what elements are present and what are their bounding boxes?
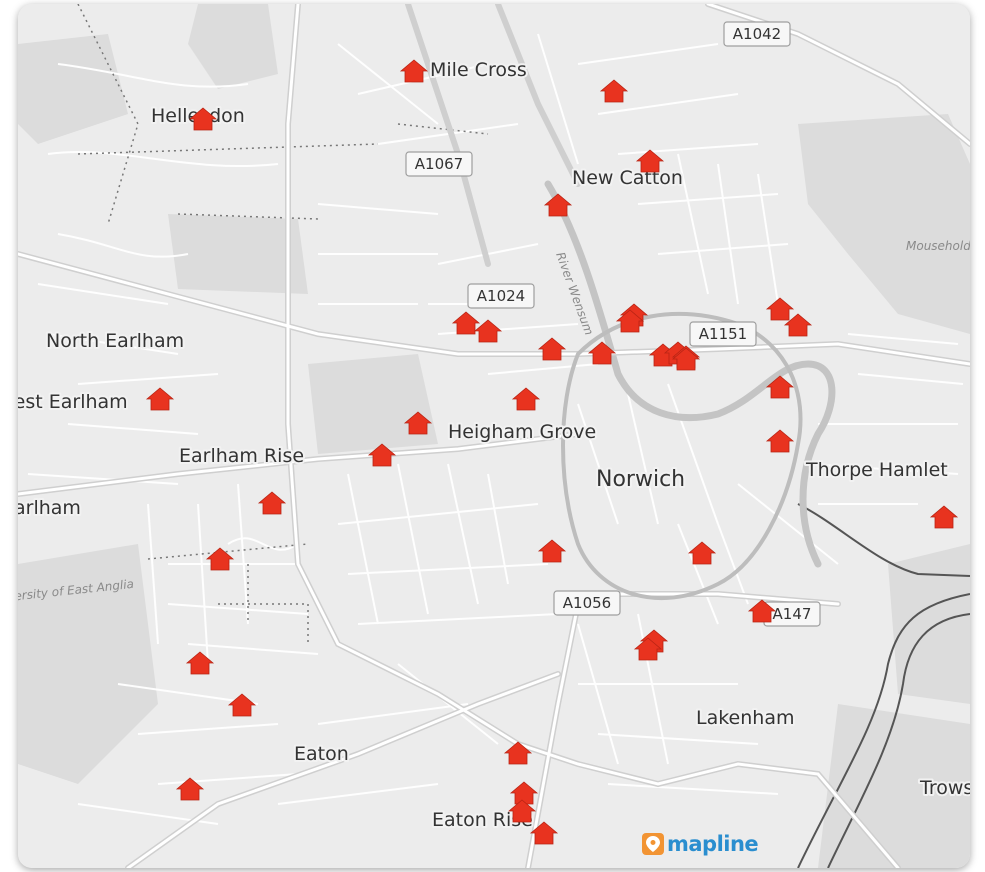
road-shield-a1042: A1042	[723, 21, 791, 47]
road-shield-a147: A147	[763, 601, 821, 627]
house-marker[interactable]	[399, 59, 429, 83]
mapline-logo: mapline	[642, 832, 759, 856]
place-label-eaton: Eaton	[294, 743, 349, 765]
house-marker[interactable]	[633, 637, 663, 661]
house-marker[interactable]	[257, 491, 287, 515]
place-label-trowse: Trowse	[919, 777, 970, 799]
house-marker[interactable]	[587, 341, 617, 365]
house-marker[interactable]	[537, 337, 567, 361]
road-shield-a1024: A1024	[467, 283, 535, 309]
house-marker[interactable]	[687, 541, 717, 565]
road-shield-a1067: A1067	[405, 151, 473, 177]
house-marker[interactable]	[765, 429, 795, 453]
road-shield-a1056: A1056	[553, 590, 621, 616]
place-label-norwich: Norwich	[596, 467, 685, 492]
place-label-new-catton: New Catton	[572, 167, 683, 189]
road-shields: A1042 A1067 A1024 A1151 A1056 A147	[405, 21, 821, 627]
house-marker[interactable]	[507, 799, 537, 823]
svg-text:A1151: A1151	[699, 325, 747, 343]
inner-ring-road	[561, 312, 803, 600]
place-label-mile-cross: Mile Cross	[430, 59, 527, 81]
logo-text: mapline	[667, 832, 759, 856]
place-label-west-earlham: West Earlham	[18, 391, 128, 413]
footpaths	[77, 4, 489, 644]
house-marker[interactable]	[615, 309, 645, 333]
minor-streets	[27, 33, 964, 825]
map-canvas[interactable]: Mile Cross Hellesdon New Catton North Ea…	[18, 4, 970, 868]
place-label-mousehold-heath: Mousehold Heath	[906, 239, 970, 253]
house-marker[interactable]	[205, 547, 235, 571]
house-marker[interactable]	[543, 193, 573, 217]
house-marker[interactable]	[529, 821, 559, 845]
markers-layer	[145, 59, 959, 845]
house-marker[interactable]	[765, 375, 795, 399]
place-label-heigham-grove: Heigham Grove	[448, 421, 596, 443]
road-shield-a1151: A1151	[689, 321, 757, 347]
map-container[interactable]: Mile Cross Hellesdon New Catton North Ea…	[18, 4, 970, 868]
house-marker[interactable]	[367, 443, 397, 467]
house-marker[interactable]	[747, 599, 777, 623]
house-marker[interactable]	[537, 539, 567, 563]
major-road-casings	[18, 4, 970, 868]
place-label-earlham: Earlham	[18, 497, 81, 519]
svg-text:A1042: A1042	[733, 25, 781, 43]
house-marker[interactable]	[227, 693, 257, 717]
park-areas	[18, 4, 970, 868]
house-marker[interactable]	[511, 387, 541, 411]
map-pin-icon	[642, 833, 664, 855]
house-marker[interactable]	[175, 777, 205, 801]
house-marker[interactable]	[188, 107, 218, 131]
house-marker[interactable]	[765, 297, 795, 321]
place-labels: Mile Cross Hellesdon New Catton North Ea…	[18, 57, 970, 833]
svg-text:A1024: A1024	[477, 287, 525, 305]
place-label-earlham-rise: Earlham Rise	[179, 445, 304, 467]
house-marker[interactable]	[473, 319, 503, 343]
place-label-lakenham: Lakenham	[696, 707, 794, 729]
house-marker[interactable]	[503, 741, 533, 765]
house-marker[interactable]	[671, 347, 701, 371]
house-marker[interactable]	[929, 505, 959, 529]
svg-text:A147: A147	[773, 605, 812, 623]
house-marker[interactable]	[599, 79, 629, 103]
svg-text:A1056: A1056	[563, 594, 611, 612]
house-marker[interactable]	[185, 651, 215, 675]
svg-text:A1067: A1067	[415, 155, 463, 173]
river-wensum	[544, 180, 836, 568]
house-marker[interactable]	[635, 149, 665, 173]
place-label-north-earlham: North Earlham	[46, 330, 184, 352]
house-marker[interactable]	[403, 411, 433, 435]
house-marker[interactable]	[451, 311, 481, 335]
house-marker[interactable]	[145, 387, 175, 411]
house-marker[interactable]	[783, 313, 813, 337]
place-label-thorpe-hamlet: Thorpe Hamlet	[805, 459, 948, 481]
